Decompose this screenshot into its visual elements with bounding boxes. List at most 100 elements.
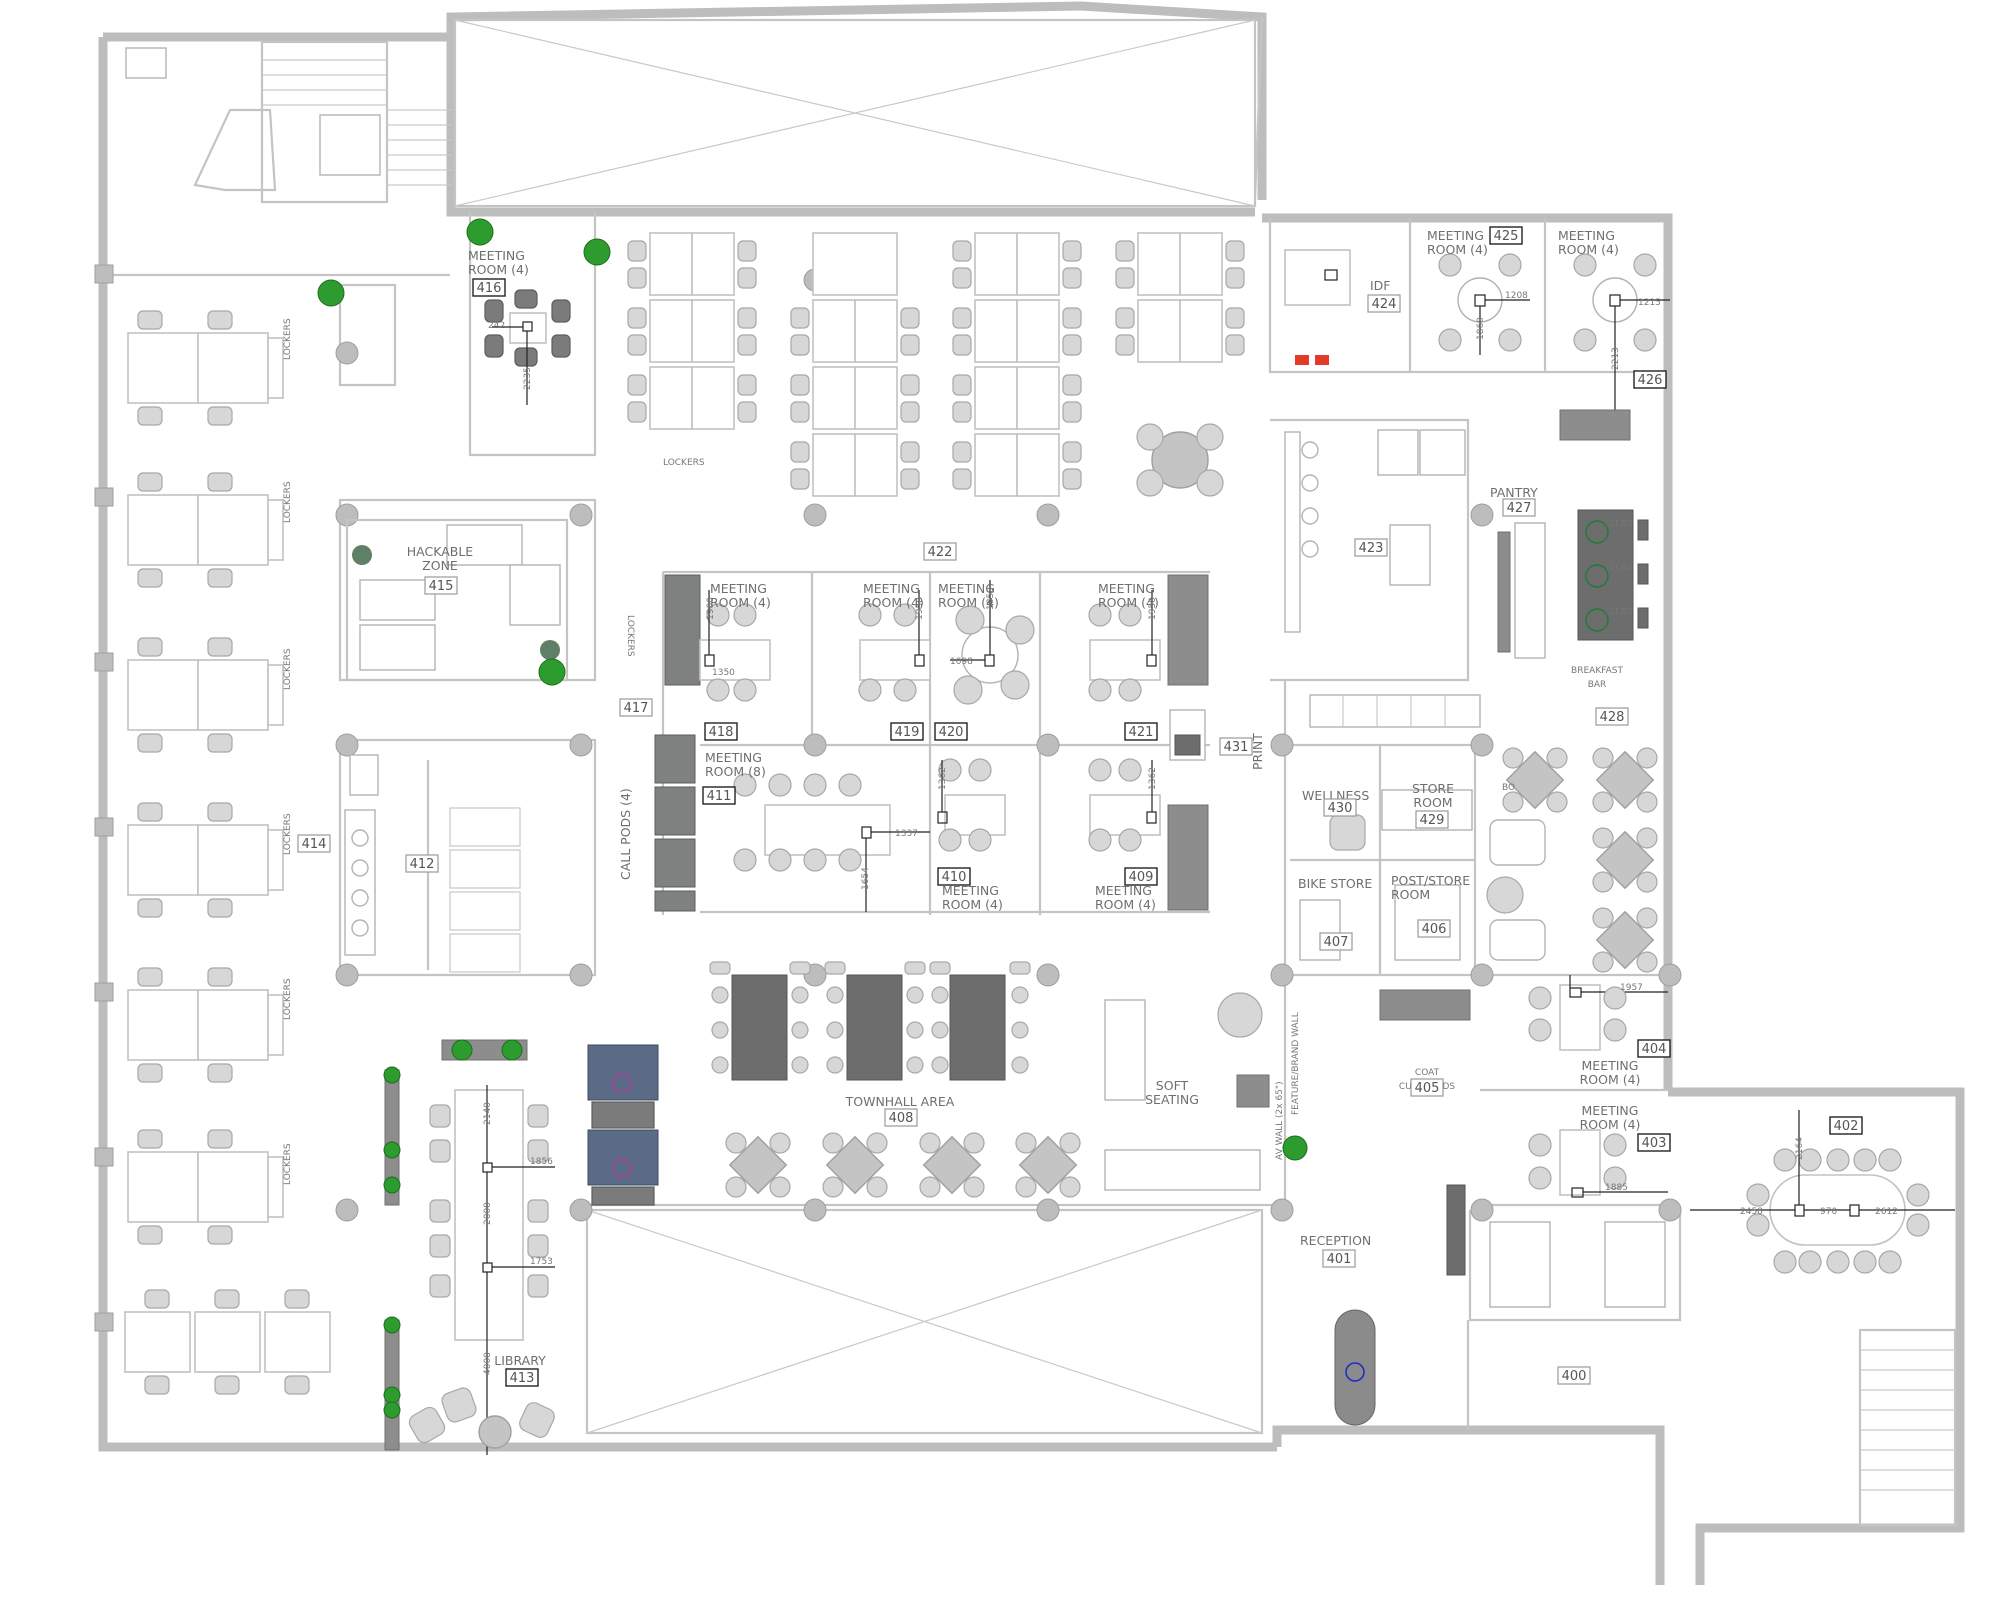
room-407-number-box bbox=[1319, 932, 1353, 951]
dim-411-a: 1337 bbox=[895, 829, 918, 839]
av-wall-label: AV WALL (2x 65") bbox=[1275, 1081, 1285, 1160]
room-423-number: 423 bbox=[1359, 541, 1384, 556]
stair-bottom-right bbox=[1858, 1328, 1957, 1527]
focus-booths bbox=[587, 1044, 659, 1206]
dim-411-b: 1654 bbox=[861, 867, 871, 890]
meeting-rooms-right bbox=[1284, 249, 1670, 1198]
lockers-label-417: LOCKERS bbox=[625, 615, 635, 657]
room-421-number: 421 bbox=[1129, 725, 1154, 740]
room-418-number-box bbox=[704, 722, 738, 741]
room-415-number-box bbox=[424, 576, 458, 595]
feature-wall-label: FEATURE/BRAND WALL bbox=[1291, 1012, 1301, 1115]
room-420-number: 420 bbox=[939, 725, 964, 740]
room-408-number-box bbox=[884, 1108, 918, 1127]
dim-420-a: 1098 bbox=[950, 657, 973, 667]
room-404-number-box bbox=[1637, 1039, 1671, 1058]
room-413-number-box bbox=[505, 1368, 539, 1387]
room-415-number: 415 bbox=[429, 579, 454, 594]
dim-416-b: 2235 bbox=[523, 367, 533, 390]
room-405-number: 405 bbox=[1415, 1081, 1440, 1096]
room-423-number-box bbox=[1354, 538, 1388, 557]
room-408-number: 408 bbox=[889, 1111, 914, 1126]
dim-413-e: 4000 bbox=[483, 1352, 493, 1375]
room-425-number-box bbox=[1489, 226, 1523, 245]
room-424-name: IDF bbox=[1370, 278, 1391, 293]
hackable-zone-415 bbox=[345, 518, 569, 686]
toilets-412 bbox=[344, 754, 521, 973]
room-405-number-box bbox=[1410, 1078, 1444, 1097]
pantry-427 bbox=[1284, 429, 1649, 659]
lockers-label-2: LOCKERS bbox=[283, 648, 293, 690]
room-409-number-box bbox=[1124, 867, 1158, 886]
room-413-number: 413 bbox=[510, 1371, 535, 1386]
room-429-number: 429 bbox=[1420, 813, 1445, 828]
room-406-number-box bbox=[1417, 919, 1451, 938]
atrium-top bbox=[453, 18, 1257, 208]
lockers-label-3: LOCKERS bbox=[283, 813, 293, 855]
room-411-number-box bbox=[702, 786, 736, 805]
dim-413-a: 2140 bbox=[483, 1102, 493, 1125]
dim-409: 1362 bbox=[1148, 767, 1158, 790]
dim-419: 1950 bbox=[915, 597, 925, 620]
lockers-label-top: LOCKERS bbox=[663, 458, 705, 468]
room-406-number: 406 bbox=[1422, 922, 1447, 937]
room-402-number: 402 bbox=[1834, 1119, 1859, 1134]
dim-410: 1362 bbox=[938, 767, 948, 790]
room-410-number: 410 bbox=[942, 870, 967, 885]
call-pods-label: CALL PODS (4) bbox=[618, 788, 633, 880]
print-area bbox=[1169, 709, 1206, 761]
room-412-number: 412 bbox=[410, 857, 435, 872]
room-410-number-box bbox=[937, 867, 971, 886]
room-422-number: 422 bbox=[928, 545, 953, 560]
room-403-number-box bbox=[1637, 1133, 1671, 1152]
dim-425-b: 1860 bbox=[1476, 317, 1486, 340]
room-400-number: 400 bbox=[1562, 1369, 1587, 1384]
workstations-top bbox=[627, 232, 1245, 497]
room-409-number: 409 bbox=[1129, 870, 1154, 885]
dim-426-a: 1215 bbox=[1638, 298, 1661, 308]
stair-top-left bbox=[125, 40, 452, 204]
townhall-area bbox=[709, 961, 1308, 1198]
workstations-414 bbox=[124, 310, 331, 1395]
dim-402-b: 970 bbox=[1820, 1207, 1837, 1217]
call-pods bbox=[654, 574, 1209, 912]
room-407-number: 407 bbox=[1324, 935, 1349, 950]
room-412-number-box bbox=[405, 854, 439, 873]
library-413 bbox=[383, 1039, 555, 1455]
dim-402-c: 2612 bbox=[1875, 1207, 1898, 1217]
room-427-name: PANTRY bbox=[1490, 485, 1538, 500]
dim-403: 1885 bbox=[1605, 1183, 1628, 1193]
room-431-number-box bbox=[1219, 737, 1253, 756]
room-430-number-box bbox=[1323, 798, 1357, 817]
room-427-number-box bbox=[1502, 498, 1536, 517]
room-408-name: TOWNHALL AREA bbox=[845, 1094, 955, 1109]
room-417-number-box bbox=[619, 698, 653, 717]
room-417-number: 417 bbox=[624, 701, 649, 716]
dim-426-b: 2213 bbox=[1611, 347, 1621, 370]
lt03-label-1: LT.03 bbox=[1610, 563, 1633, 573]
bench-sofa bbox=[1309, 694, 1481, 728]
reception-401 bbox=[1334, 989, 1666, 1426]
room-401-number: 401 bbox=[1327, 1252, 1352, 1267]
lockers-label-5: LOCKERS bbox=[283, 1143, 293, 1185]
room-431-number: 431 bbox=[1224, 740, 1249, 755]
room-425-number: 425 bbox=[1494, 229, 1519, 244]
dim-416-a: 242 bbox=[488, 321, 505, 331]
room-428-number-box bbox=[1595, 707, 1629, 726]
room-403-number: 403 bbox=[1642, 1136, 1667, 1151]
dim-425-a: 1208 bbox=[1505, 291, 1528, 301]
print-label: PRINT bbox=[1250, 733, 1265, 770]
lt03-label-0: LT.03 bbox=[1610, 519, 1633, 529]
